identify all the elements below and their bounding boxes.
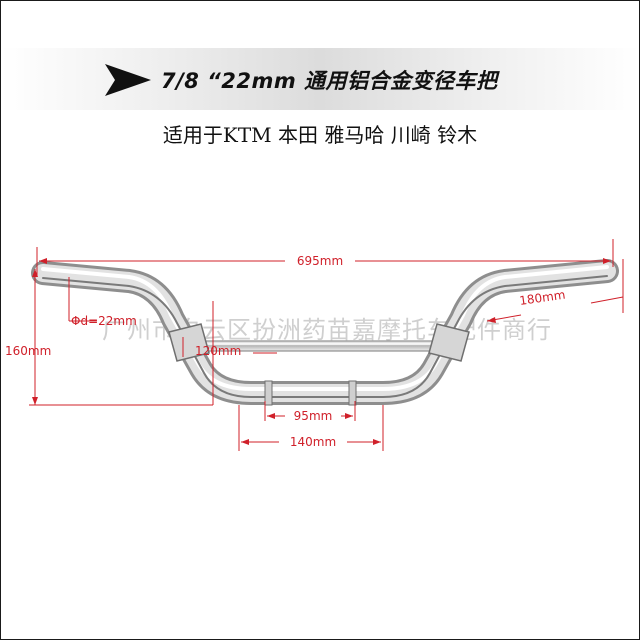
dim-total-width: 695mm [297, 254, 343, 268]
headline: 7/8 “22mm 通用铝合金变径车把 [161, 69, 498, 93]
dim-inner-width: 95mm [294, 409, 333, 423]
dim-diameter: Φd=22mm [71, 314, 137, 328]
dimension-lines [29, 239, 624, 451]
dim-grip-length: 180mm [518, 288, 566, 308]
center-marks [264, 380, 357, 406]
header-band [1, 48, 639, 110]
brace-clamp-right [428, 323, 470, 362]
dim-height: 160mm [5, 344, 51, 358]
compatibility-line: 适用于KTM 本田 雅马哈 川崎 铃木 [162, 123, 478, 147]
dimension-arrows [32, 258, 611, 445]
dim-bottom-width: 140mm [290, 435, 336, 449]
arrow-right-icon [105, 64, 151, 96]
brace-clamp-left [168, 323, 210, 362]
handlebar-tube [31, 259, 619, 405]
dim-riser-height: 120mm [195, 344, 241, 358]
